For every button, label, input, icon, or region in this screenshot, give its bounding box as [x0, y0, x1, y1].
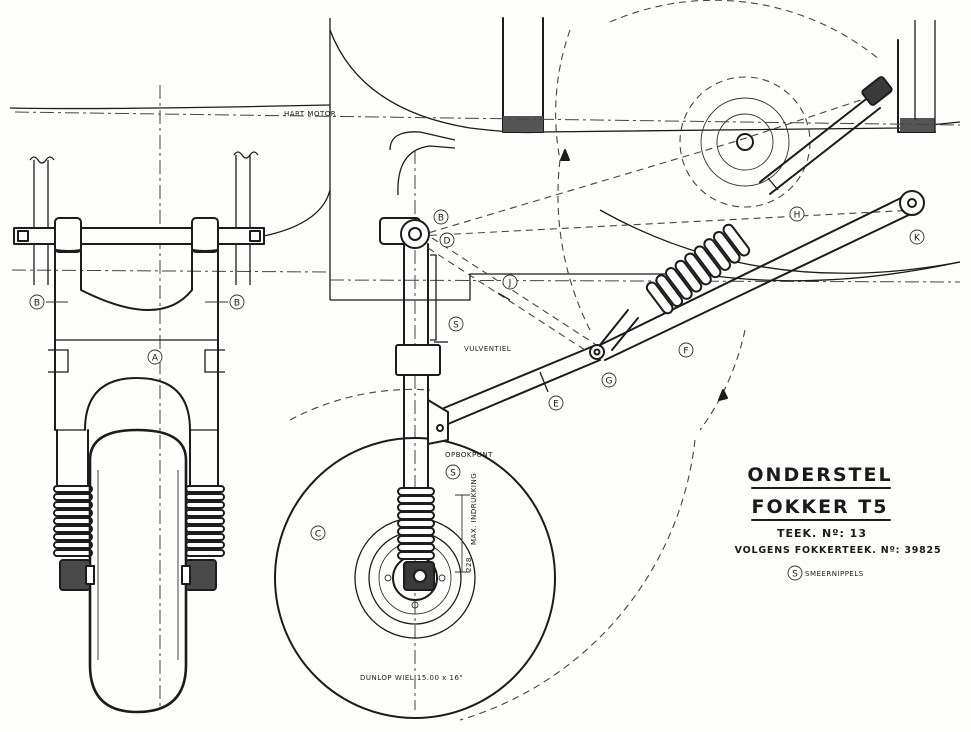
drawing-number: TEEK. Nº: 13 — [777, 527, 867, 540]
drawing-notes: HART MOTOR VULVENTIEL OPBOKPUNT MAX. IND… — [284, 110, 511, 682]
part-label-callouts: B B A C B D J S G E F H K S — [29, 206, 925, 541]
center-lines — [11, 85, 961, 710]
arrow-marker — [718, 389, 728, 401]
side-bellows — [397, 487, 435, 560]
title-line-2: FOKKER T5 — [752, 496, 889, 518]
part-label-j: J — [508, 279, 512, 289]
fuselage-outline — [9, 17, 961, 301]
front-right-bellows — [185, 485, 225, 557]
reference-drawing: VOLGENS FOKKERTEEK. Nº: 39825 — [735, 545, 942, 556]
part-label-d: D — [444, 237, 451, 247]
title-line-1: ONDERSTEL — [747, 464, 892, 486]
legend-text: SMEERNIPPELS — [805, 570, 864, 578]
front-view — [13, 151, 265, 714]
swing-arcs — [289, 0, 881, 721]
part-label-f: F — [683, 347, 688, 357]
title-block: ONDERSTEL FOKKER T5 TEEK. Nº: 13 VOLGENS… — [735, 464, 942, 581]
part-label-b-side: B — [438, 214, 444, 224]
note-wheel: DUNLOP WIEL 15.00 x 16" — [360, 674, 463, 682]
note-stroke-dimension: 228 — [465, 557, 473, 572]
part-label-h: H — [794, 211, 801, 221]
shock-strut-h — [599, 76, 893, 351]
radius-rod-e — [443, 344, 601, 425]
arrow-marker — [560, 149, 570, 161]
part-label-g: G — [606, 377, 613, 387]
oleo-leg — [379, 131, 456, 591]
part-label-s-lower: S — [450, 469, 456, 479]
note-opbokpunt: OPBOKPUNT — [445, 451, 493, 459]
part-label-c: C — [315, 530, 321, 540]
joint-g — [589, 344, 605, 360]
part-label-e: E — [553, 400, 559, 410]
part-label-s-vulventiel: S — [453, 321, 459, 331]
strut-d — [427, 237, 596, 351]
part-label-b-right: B — [234, 299, 240, 309]
part-label-a: A — [152, 354, 159, 364]
note-vulventiel: VULVENTIEL — [464, 345, 511, 353]
note-hart-motor: HART MOTOR — [284, 110, 336, 118]
note-max-indrukking: MAX. INDRUKKING — [470, 473, 478, 545]
rod-f — [597, 190, 925, 361]
stroke-dimension — [455, 494, 470, 573]
legend-symbol: S — [792, 570, 798, 580]
part-label-k: K — [914, 234, 921, 244]
front-left-bellows — [53, 485, 93, 557]
part-label-b-left: B — [34, 299, 40, 309]
